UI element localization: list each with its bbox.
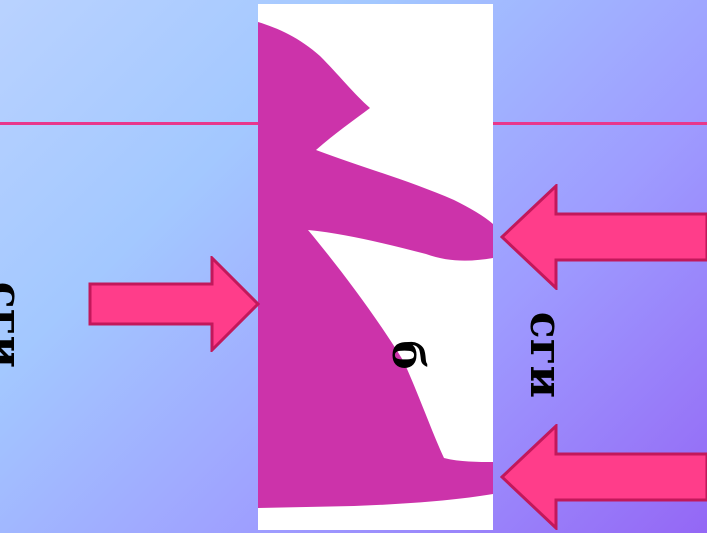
label-left: сги б	[0, 265, 120, 385]
silhouette-shape	[258, 22, 493, 508]
label-right: сги б	[382, 295, 660, 415]
label-right-line1: сги	[520, 311, 571, 399]
horizontal-line-right	[493, 122, 707, 125]
arrow-left-icon	[500, 184, 707, 290]
horizontal-line-left	[0, 122, 258, 125]
arrow-right-icon	[88, 256, 260, 352]
label-left-line1: сги	[0, 281, 31, 369]
arrow-left-icon	[500, 424, 707, 530]
figure-panel	[258, 4, 493, 530]
label-right-line2: б	[382, 340, 433, 370]
silhouette-figure	[258, 22, 493, 508]
